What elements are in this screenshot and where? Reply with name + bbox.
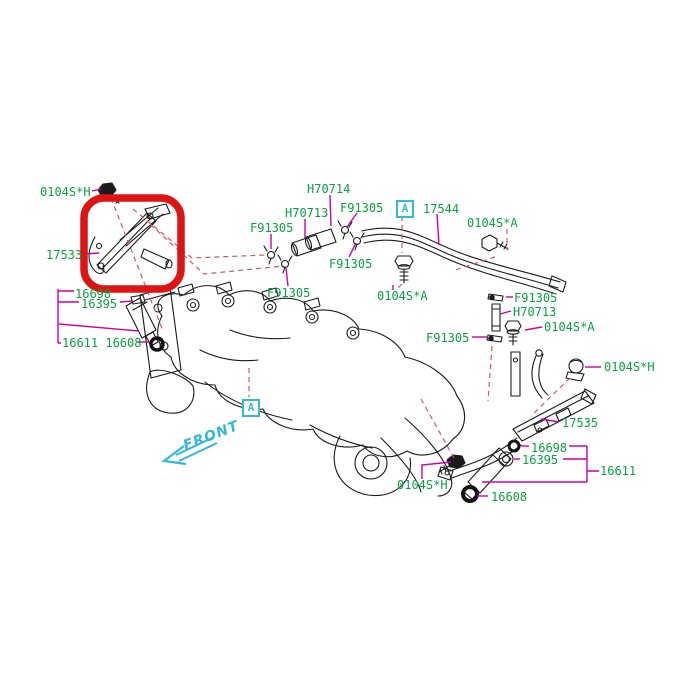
- part-label-f91305-4: F91305: [267, 286, 311, 300]
- clamp-f91305-icon: [349, 231, 365, 251]
- clip-f91305-right1-icon: [487, 293, 504, 302]
- rail-bracket-right: [510, 351, 521, 397]
- part-label-f91305-3: F91305: [329, 257, 373, 271]
- clip-f91305-right2-icon: [486, 334, 503, 343]
- o-ring-16698-right-icon: [507, 439, 521, 453]
- highlight-ring: [80, 194, 185, 293]
- part-label-16698-l: 16698: [75, 287, 112, 301]
- part-label-0104sa-1: 0104S*A: [467, 216, 518, 230]
- part-label-0104sa-2: 0104S*A: [377, 289, 428, 303]
- fuel-rail-17535: [512, 388, 597, 442]
- part-label-f91305-5: F91305: [514, 291, 558, 305]
- part-label-17544: 17544: [423, 202, 460, 216]
- part-label-16608: 16608: [491, 490, 528, 504]
- part-label-h70713-2: H70713: [513, 305, 557, 319]
- fuel-rail-17533: [88, 203, 173, 275]
- hose-h70713-right-icon: [491, 303, 501, 332]
- fuel-hose-upper: [531, 349, 549, 399]
- clamp-f91305-icon: [337, 220, 353, 240]
- part-label-0104sh-1: 0104S*H: [40, 185, 91, 199]
- clamp-f91305-icon: [277, 254, 293, 274]
- bolt-0104sa-top-icon: [481, 234, 509, 252]
- leader-lines: [57, 188, 601, 497]
- o-ring-16608-left-icon: [149, 336, 165, 352]
- part-label-16395-l: 16395: [81, 297, 118, 311]
- part-label-17535: 17535: [562, 416, 599, 430]
- cap-0104sh-right-icon: [565, 358, 585, 382]
- part-label-f91305-1: F91305: [250, 221, 294, 235]
- part-label-16698-r: 16698: [531, 441, 568, 455]
- part-label-17533: 17533: [46, 248, 83, 262]
- intake-manifold-outline: [139, 281, 465, 497]
- part-label-h70713-1: H70713: [285, 206, 329, 220]
- part-label-16611-16608: 16611 16608: [62, 336, 142, 350]
- clamp-f91305-icon: [263, 245, 279, 265]
- view-marker-a-2: A: [242, 399, 260, 417]
- part-label-0104sh-3: 0104S*H: [397, 478, 448, 492]
- view-marker-a-1: A: [396, 200, 414, 218]
- part-label-h70714: H70714: [307, 182, 351, 196]
- part-label-16611: 16611: [600, 464, 637, 478]
- bolt-0104sa-right-icon: [504, 320, 522, 346]
- part-label-0104sa-3: 0104S*A: [544, 320, 595, 334]
- bolt-0104sa-center-icon: [394, 255, 414, 284]
- part-label-f91305-6: F91305: [426, 331, 470, 345]
- bolt-0104sh-bottom-icon: [438, 454, 466, 475]
- front-arrow-icon: [161, 436, 218, 466]
- fuel-pipes-17544: [361, 227, 567, 295]
- seal-16395-right-icon: [498, 451, 514, 467]
- part-label-16395-r: 16395: [522, 453, 559, 467]
- part-label-0104sh-2: 0104S*H: [604, 360, 655, 374]
- hose-h70714-icon: [304, 228, 337, 251]
- o-ring-16608-right-icon: [461, 485, 479, 503]
- assembly-dashed-lines: [110, 197, 571, 459]
- part-label-f91305-2: F91305: [340, 201, 384, 215]
